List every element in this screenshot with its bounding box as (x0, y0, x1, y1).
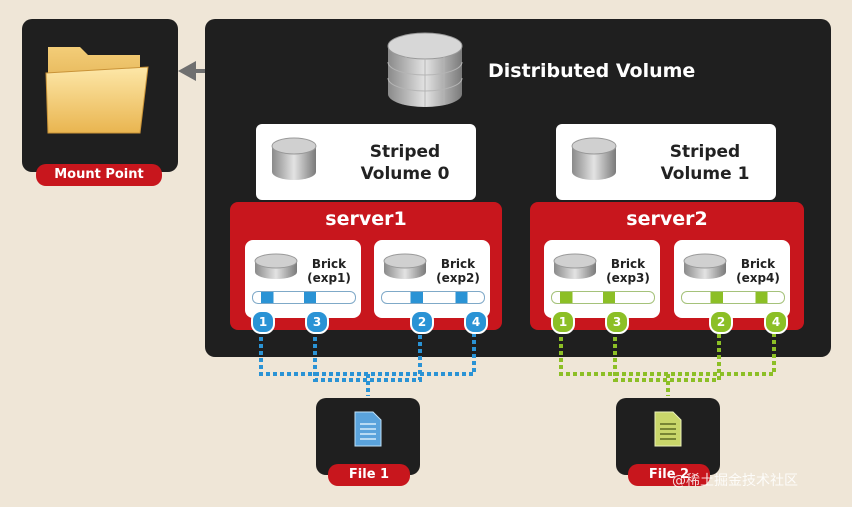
document-icon (654, 411, 682, 447)
brick-exp4-label: Brick (exp4) (729, 257, 787, 285)
brick-exp3-card (544, 240, 660, 318)
brick-exp1-line1: Brick (311, 257, 347, 271)
striped-volume-1-line1: Striped (669, 142, 741, 162)
chunk-marker-3-label: 3 (312, 315, 322, 329)
disk-icon (683, 253, 727, 279)
striped-volume-0-title: Striped Volume 0 (350, 141, 460, 185)
chunk-marker-1: 1 (551, 310, 575, 334)
stripe-bar-exp2 (381, 291, 485, 304)
chunk-marker-3: 3 (605, 310, 629, 334)
watermark: @稀土掘金技术社区 (672, 473, 798, 489)
document-icon (354, 411, 382, 447)
striped-volume-0-line2: Volume 0 (360, 164, 450, 184)
chunk-marker-3-label: 3 (612, 315, 622, 329)
chunk-marker-4-label: 4 (471, 315, 481, 329)
chunk-marker-2: 2 (410, 310, 434, 334)
file2-label: File 2 (628, 464, 710, 486)
file1-label: File 1 (328, 464, 410, 486)
mount-point-label: Mount Point (36, 164, 162, 186)
brick-exp3-line2: (exp3) (606, 271, 650, 285)
distributed-volume-title: Distributed Volume (488, 60, 696, 82)
chunk-marker-3: 3 (305, 310, 329, 334)
chunk-marker-1-label: 1 (258, 315, 268, 329)
chunk-marker-1: 1 (251, 310, 275, 334)
stripe-bar-exp1 (252, 291, 356, 304)
chunk-marker-4: 4 (764, 310, 788, 334)
folder-icon (45, 47, 149, 134)
brick-exp1-line2: (exp1) (307, 271, 351, 285)
brick-exp4-line2: (exp4) (736, 271, 780, 285)
disk-icon (271, 137, 317, 180)
stripe-bar-exp4 (681, 291, 785, 304)
brick-exp3-line1: Brick (610, 257, 646, 271)
striped-volume-1-line2: Volume 1 (660, 164, 750, 184)
chunk-marker-2-label: 2 (716, 315, 726, 329)
server2-title: server2 (626, 208, 708, 230)
mount-point-panel (22, 19, 178, 172)
server1-title: server1 (325, 208, 407, 230)
brick-exp1-card (245, 240, 361, 318)
brick-exp2-line1: Brick (440, 257, 476, 271)
chunk-marker-4: 4 (464, 310, 488, 334)
chunk-marker-2: 2 (709, 310, 733, 334)
brick-exp3-label: Brick (exp3) (599, 257, 657, 285)
disk-icon (571, 137, 617, 180)
disk-icon (254, 253, 298, 279)
stripe-bar-exp3 (551, 291, 655, 304)
brick-exp4-line1: Brick (740, 257, 776, 271)
brick-exp1-label: Brick (exp1) (300, 257, 358, 285)
striped-volume-0-line1: Striped (369, 142, 441, 162)
chunk-marker-2-label: 2 (417, 315, 427, 329)
striped-volume-1-title: Striped Volume 1 (650, 141, 760, 185)
disk-icon (553, 253, 597, 279)
database-icon (387, 32, 463, 107)
brick-exp2-label: Brick (exp2) (429, 257, 487, 285)
brick-exp2-line2: (exp2) (436, 271, 480, 285)
brick-exp4-card (674, 240, 790, 318)
chunk-marker-4-label: 4 (771, 315, 781, 329)
disk-icon (383, 253, 427, 279)
brick-exp2-card (374, 240, 490, 318)
chunk-marker-1-label: 1 (558, 315, 568, 329)
